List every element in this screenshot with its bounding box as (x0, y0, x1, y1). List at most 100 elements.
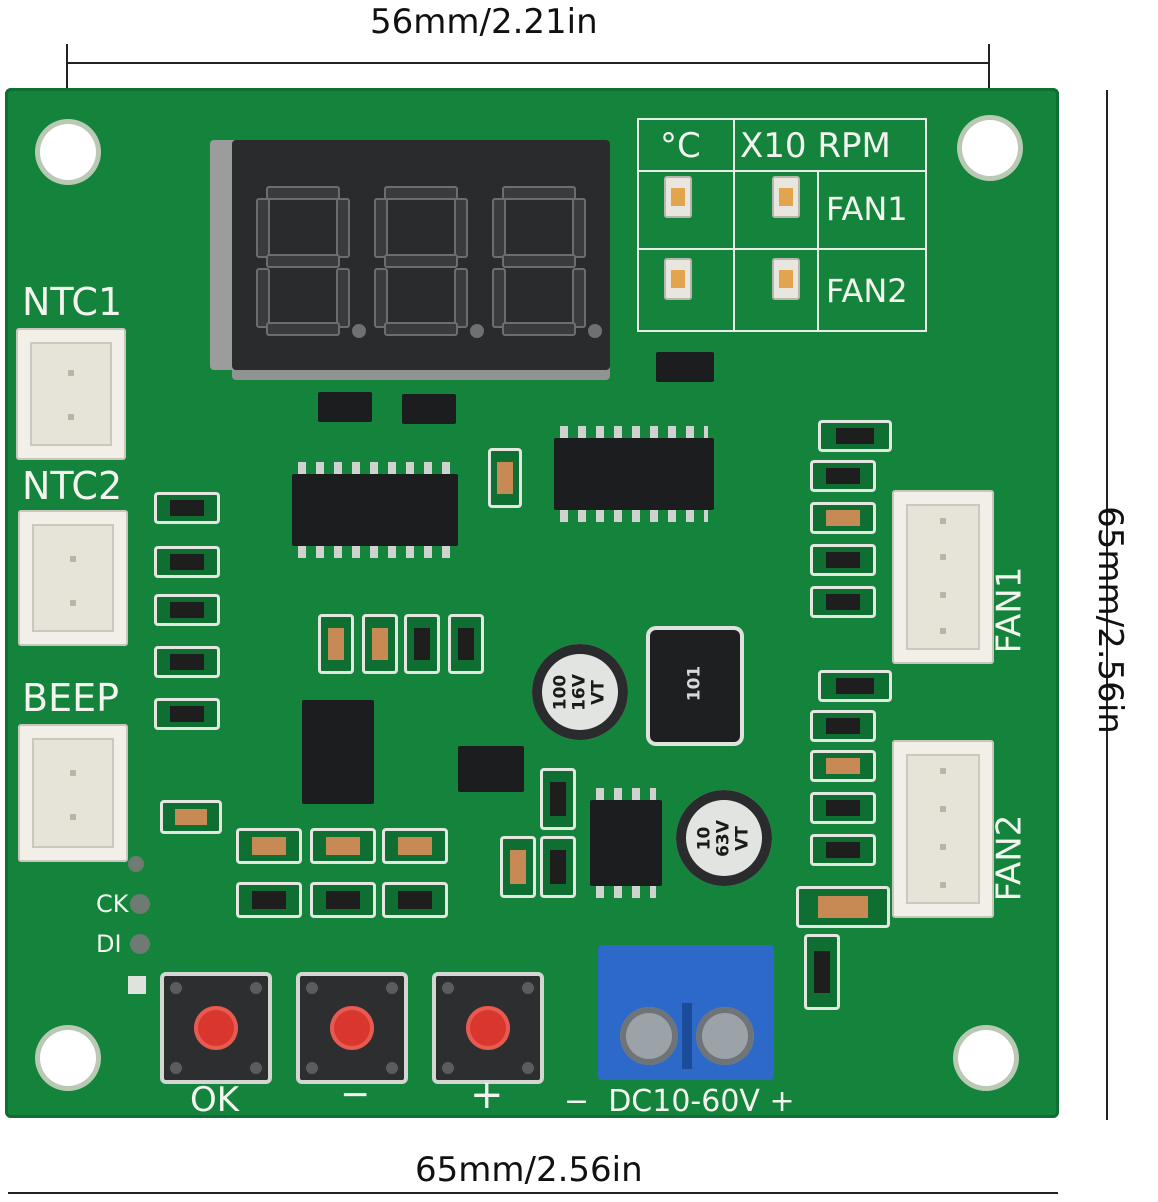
smd-resistor (154, 698, 220, 730)
plus-label: + (470, 1072, 504, 1118)
fan2-side-label: FAN2 (989, 814, 1030, 902)
display-digit-1 (256, 186, 366, 338)
smd-resistor (236, 882, 302, 918)
smd-capacitor (796, 886, 890, 928)
ic-chip (292, 462, 458, 558)
led-rpm-fan2 (772, 258, 800, 300)
smd-resistor (404, 614, 440, 674)
electrolytic-capacitor-2: 10 63V VT (676, 790, 772, 886)
ck-pad (130, 894, 150, 914)
rpm-label: X10 RPM (740, 126, 891, 166)
ntc2-label: NTC2 (22, 464, 123, 508)
electrolytic-capacitor-1: 100 16V VT (532, 644, 628, 740)
ic-chip (302, 700, 374, 804)
smd-capacitor (362, 614, 398, 674)
ntc2-connector[interactable] (18, 510, 128, 646)
smd-resistor (810, 710, 876, 742)
display-digit-2 (374, 186, 484, 338)
seven-segment-display (232, 140, 610, 370)
led-rpm-fan1 (772, 176, 800, 218)
top-dimension-line (66, 62, 990, 64)
smd-capacitor (236, 828, 302, 864)
power-input-label: − DC10-60V + (564, 1084, 795, 1119)
smd-capacitor (318, 614, 354, 674)
capacitor-2-label: 10 63V VT (694, 820, 753, 857)
beep-connector[interactable] (18, 724, 128, 862)
smd-resistor (810, 544, 876, 576)
smd-capacitor (500, 836, 536, 898)
led-temp-fan2 (664, 258, 692, 300)
indicator-grid (637, 118, 927, 332)
smd-resistor (540, 768, 576, 830)
fan1-connector[interactable] (892, 490, 994, 664)
smd-resistor (154, 594, 220, 626)
minus-button[interactable] (296, 972, 408, 1084)
smd-resistor (810, 460, 876, 492)
smd-capacitor (310, 828, 376, 864)
mounting-hole-top-right (962, 120, 1018, 176)
smd-diode (804, 934, 840, 1010)
smd-resistor (154, 492, 220, 524)
beep-label: BEEP (22, 676, 120, 720)
smd-diode (818, 420, 892, 452)
smd-resistor (810, 586, 876, 618)
inductor: 101 (650, 630, 740, 742)
fan2-connector[interactable] (892, 740, 994, 918)
ok-button[interactable] (160, 972, 272, 1084)
ic-chip (656, 352, 714, 382)
ic-chip (402, 394, 456, 424)
ic-chip (554, 426, 714, 522)
mounting-hole-bottom-left (40, 1030, 96, 1086)
di-pad (130, 934, 150, 954)
fan1-side-label: FAN1 (989, 566, 1030, 654)
smd-resistor (154, 546, 220, 578)
smd-resistor (540, 836, 576, 898)
bottom-dimension-line (8, 1192, 1058, 1194)
smd-capacitor (488, 448, 522, 508)
fan2-row-label: FAN2 (826, 272, 908, 310)
power-terminal-block[interactable] (598, 945, 774, 1080)
smd-diode (818, 670, 892, 702)
smd-resistor (810, 834, 876, 866)
mounting-hole-bottom-right (958, 1030, 1014, 1086)
inductor-label: 101 (684, 665, 705, 702)
smd-resistor (154, 646, 220, 678)
bottom-dimension-label: 65mm/2.56in (415, 1150, 643, 1190)
ntc1-connector[interactable] (16, 328, 126, 460)
grid-divider (637, 248, 925, 250)
smd-resistor (382, 882, 448, 918)
grid-divider (817, 170, 819, 330)
test-pad (128, 856, 144, 872)
right-dimension-line (1106, 90, 1108, 1120)
grid-divider (733, 118, 735, 330)
smd-resistor (810, 792, 876, 824)
led-temp-fan1 (664, 176, 692, 218)
ck-label: CK (96, 890, 129, 918)
minus-label: − (340, 1074, 371, 1115)
square-pad (128, 976, 146, 994)
right-dimension-label: 65mm/2.56in (1090, 506, 1130, 734)
display-digit-3 (492, 186, 602, 338)
di-label: DI (96, 930, 122, 958)
top-dimension-label: 56mm/2.21in (370, 2, 598, 42)
grid-divider (637, 170, 925, 172)
smd-capacitor (160, 800, 222, 834)
smd-resistor (448, 614, 484, 674)
ic-chip (590, 788, 662, 898)
mounting-hole-top-left (40, 124, 96, 180)
celsius-label: °C (660, 126, 701, 166)
smd-capacitor (810, 502, 876, 534)
smd-capacitor (382, 828, 448, 864)
ntc1-label: NTC1 (22, 280, 123, 324)
plus-button[interactable] (432, 972, 544, 1084)
regulator-chip (458, 746, 524, 792)
fan1-row-label: FAN1 (826, 190, 908, 228)
smd-capacitor (810, 750, 876, 782)
ic-chip (318, 392, 372, 422)
terminal-divider (682, 1003, 692, 1069)
terminal-screw-positive[interactable] (696, 1007, 754, 1065)
capacitor-1-label: 100 16V VT (550, 674, 609, 711)
ok-label: OK (190, 1080, 240, 1120)
terminal-screw-negative[interactable] (620, 1007, 678, 1065)
smd-resistor (310, 882, 376, 918)
